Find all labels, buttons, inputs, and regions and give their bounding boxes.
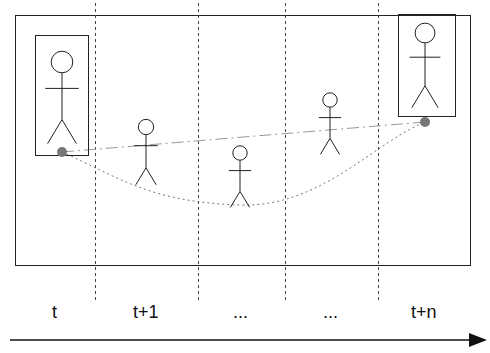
time-axis	[10, 339, 472, 341]
position-dot	[420, 117, 430, 127]
time-dividers	[96, 3, 379, 300]
bounding-box	[399, 15, 456, 117]
time-label: ...	[233, 303, 248, 321]
person-figure	[134, 119, 158, 184]
time-label: t+1	[133, 303, 159, 321]
actual-trajectory	[62, 122, 425, 205]
person-figure	[319, 93, 341, 155]
frame	[16, 16, 471, 266]
time-label: t	[52, 303, 57, 321]
person-figure	[45, 51, 79, 143]
time-label: t+n	[411, 303, 437, 321]
person-figure	[229, 146, 251, 208]
person-figure	[410, 23, 441, 108]
time-label: ...	[323, 303, 338, 321]
time-axis-arrowhead	[469, 333, 487, 347]
position-dot	[57, 147, 67, 157]
bounding-box	[36, 36, 89, 156]
